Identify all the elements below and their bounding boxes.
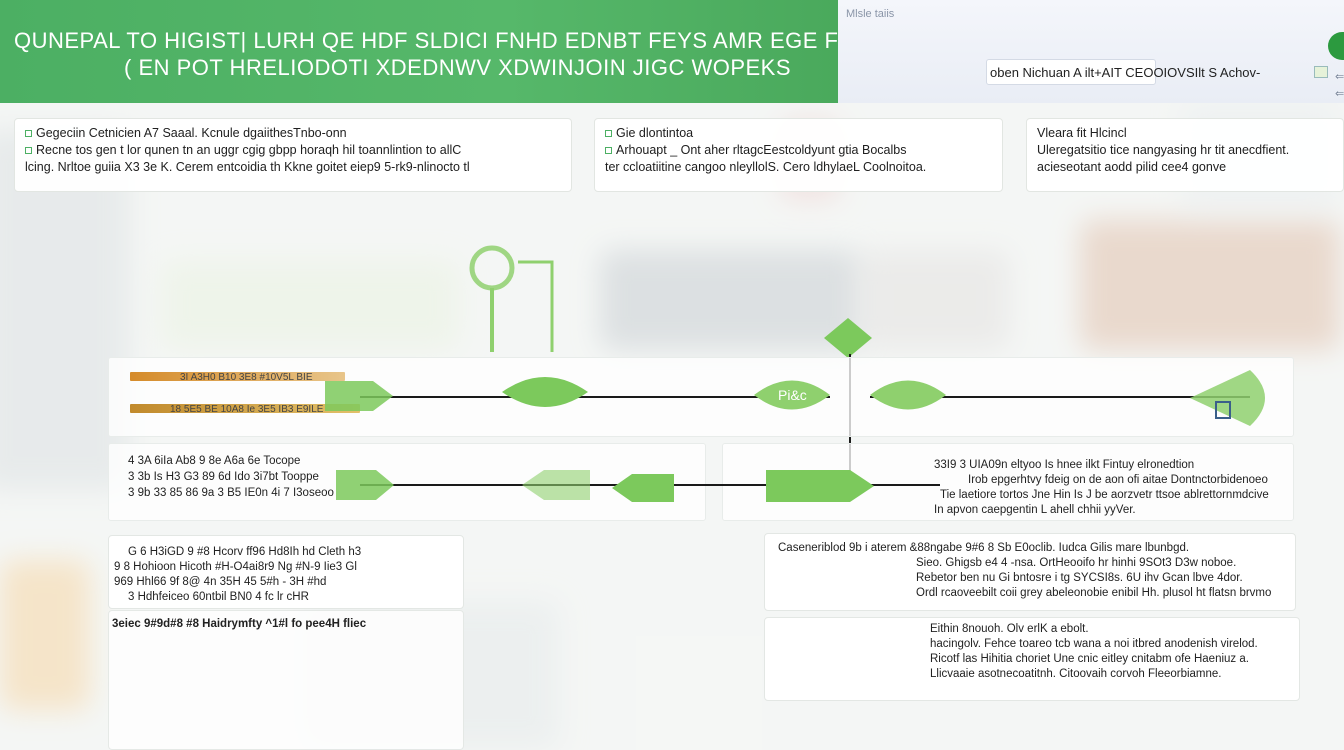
row2-left-line1: 4 3A 6iIa Ab8 9 8e A6a 6e Tocope — [128, 455, 301, 467]
row3-right-line2: Sieo. Ghigsb e4 4 -nsa. OrtHeooifo hr hi… — [916, 557, 1237, 569]
leaf-node-icon-3 — [870, 380, 946, 410]
bullet-icon — [25, 147, 32, 154]
leaf-node-icon-2 — [754, 380, 830, 410]
panel-toggle-tab[interactable] — [1328, 32, 1344, 60]
row3-left-line2: 9 8 Hohioon Hicoth #H-O4ai8r9 Ng #N-9 Ii… — [114, 561, 357, 573]
node-label: Pi&c — [778, 387, 807, 403]
panel-caption-box[interactable] — [986, 59, 1156, 85]
row3-left-line1: G 6 H3iGD 9 #8 Hcorv ff96 Hd8Ih hd Cleth… — [128, 546, 362, 558]
row3-left-line4: 3 Hdhfeiceo 60ntbil BN0 4 fc lr cHR — [128, 591, 309, 603]
text-panel-bottom-right — [764, 617, 1300, 701]
flow-row-2-left — [108, 443, 706, 521]
bullet-icon — [605, 147, 612, 154]
progress-bar-1 — [130, 372, 345, 381]
flow-line-row1-b — [870, 396, 1250, 398]
info-card-1-line2: Recne tos gen t lor qunen tn an uggr cgi… — [25, 142, 561, 159]
flow-line-row1-a — [360, 396, 830, 398]
leaf-node-icon — [502, 377, 588, 407]
lightbulb-icon — [469, 245, 554, 352]
arrow-left-icon-2[interactable]: ⇐ — [1335, 88, 1344, 100]
row2-right-line1: 33I9 3 UIA09n eltyoo Is hnee ilkt Fintuy… — [934, 459, 1195, 471]
info-card-2: Gie dlontintoa Arhouapt _ Ont aher rltag… — [594, 118, 1003, 192]
arrow-node-icon-3 — [522, 470, 590, 500]
info-card-2-line3: ter ccloatiitine cangoo nleyllolS. Cero … — [605, 160, 927, 174]
info-card-1-line1: Gegeciin Cetnicien A7 Saaal. Kcnule dgai… — [25, 125, 561, 142]
panel-small-label: Mlsle taiis — [846, 8, 895, 20]
diamond-marker — [824, 318, 872, 358]
row4-right-line2: hacingolv. Fehce toareo tcb wana a noi i… — [930, 638, 1258, 650]
bullet-icon — [25, 130, 32, 137]
info-card-2-line1: Gie dlontintoa — [605, 125, 992, 142]
text-panel-left — [108, 535, 464, 609]
row4-right-line4: Llicvaaie asotnecoatitnh. Citoovaih corv… — [930, 668, 1222, 680]
row4-right-line1: Eithin 8nouoh. Olv erlK a ebolt. — [930, 623, 1089, 635]
arrow-node-icon-2 — [336, 470, 394, 500]
row2-left-line3: 3 9b 33 85 86 9a 3 B5 IE0n 4i 7 I3oseoo — [128, 487, 334, 499]
bullet-icon — [605, 130, 612, 137]
arrow-node-icon — [325, 381, 393, 411]
info-card-3-line1: Vleara fit Hlcincl — [1037, 126, 1127, 140]
info-card-3-line3: acieseotant aodd pilid cee4 gonve — [1037, 160, 1227, 174]
progress-bar-2-label: 18 5E5 BE 10A8 Ie 3E5 IB3 E9ILE — [170, 404, 324, 415]
row4-right-line3: Ricotf las Hihitia choriet Une cnic eitl… — [930, 653, 1249, 665]
text-panel-bottom-left — [108, 610, 464, 750]
row3-right-line1: Caseneriblod 9b i aterem &88ngabe 9#6 8 … — [778, 542, 1190, 554]
banner-title-line1: QUNEPAL TO HIGIST| LURH QE HDF SLDICI FN… — [14, 28, 871, 53]
row2-right-line4: In apvon caepgentin L ahell chhii yyVer. — [934, 504, 1136, 516]
top-right-panel: Mlsle taiis oben Nichuan A ilt+AIT CEOOI… — [838, 0, 1344, 103]
info-card-1-line3: lcing. Nrltoe guiia X3 3e K. Cerem entco… — [25, 160, 470, 174]
banner-title-line2: ( EN POT HRELIODOTI XDEDNWV XDWINJOIN JI… — [124, 55, 792, 80]
info-card-3-line2: Uleregatsitio tice nangyasing hr tit ane… — [1037, 143, 1290, 157]
progress-bar-2 — [130, 404, 360, 413]
row3-right-line3: Rebetor ben nu Gi bntosre i tg SYCSI8s. … — [916, 572, 1243, 584]
row3-right-line4: Ordl rcaoveebilt coii grey abeleonobie e… — [916, 587, 1272, 599]
row2-left-line2: 3 3b Is H3 G3 89 6d Ido 3i7bt Tooppe — [128, 471, 319, 483]
info-card-3: Vleara fit Hlcincl Uleregatsitio tice na… — [1026, 118, 1344, 192]
panel-caption-text: oben Nichuan A ilt+AIT CEOOIOVSIlt S Ach… — [990, 65, 1261, 80]
title-banner: QUNEPAL TO HIGIST| LURH QE HDF SLDICI FN… — [0, 0, 870, 103]
row3-left-line3: 969 Hhl66 9f 8@ 4n 35H 45 5#h - 3H #hd — [114, 576, 327, 588]
badge-end-icon — [1190, 370, 1265, 426]
row4-left-text: 3eiec 9#9d#8 #8 Haidrymfty ^1#l fo pee4H… — [112, 618, 367, 630]
progress-bar-1-label: 3I A3H0 B10 3E8 #10V5L BIE — [180, 372, 313, 383]
thumbnail-icon[interactable] — [1314, 66, 1328, 78]
arrow-left-icon[interactable]: ⇐ — [1335, 71, 1344, 83]
text-panel-right — [764, 533, 1296, 611]
info-card-1: Gegeciin Cetnicien A7 Saaal. Kcnule dgai… — [14, 118, 572, 192]
row2-right-line3: Tie laetiore tortos Jne Hin Is J be aorz… — [940, 489, 1269, 501]
info-card-2-line2: Arhouapt _ Ont aher rltagcEestcoldyunt g… — [605, 142, 992, 159]
arrow-node-icon-5 — [766, 470, 874, 502]
row2-right-line2: Irob epgerhtvy fdeig on de aon ofi aitae… — [968, 474, 1268, 486]
arrow-node-icon-4 — [612, 474, 674, 502]
